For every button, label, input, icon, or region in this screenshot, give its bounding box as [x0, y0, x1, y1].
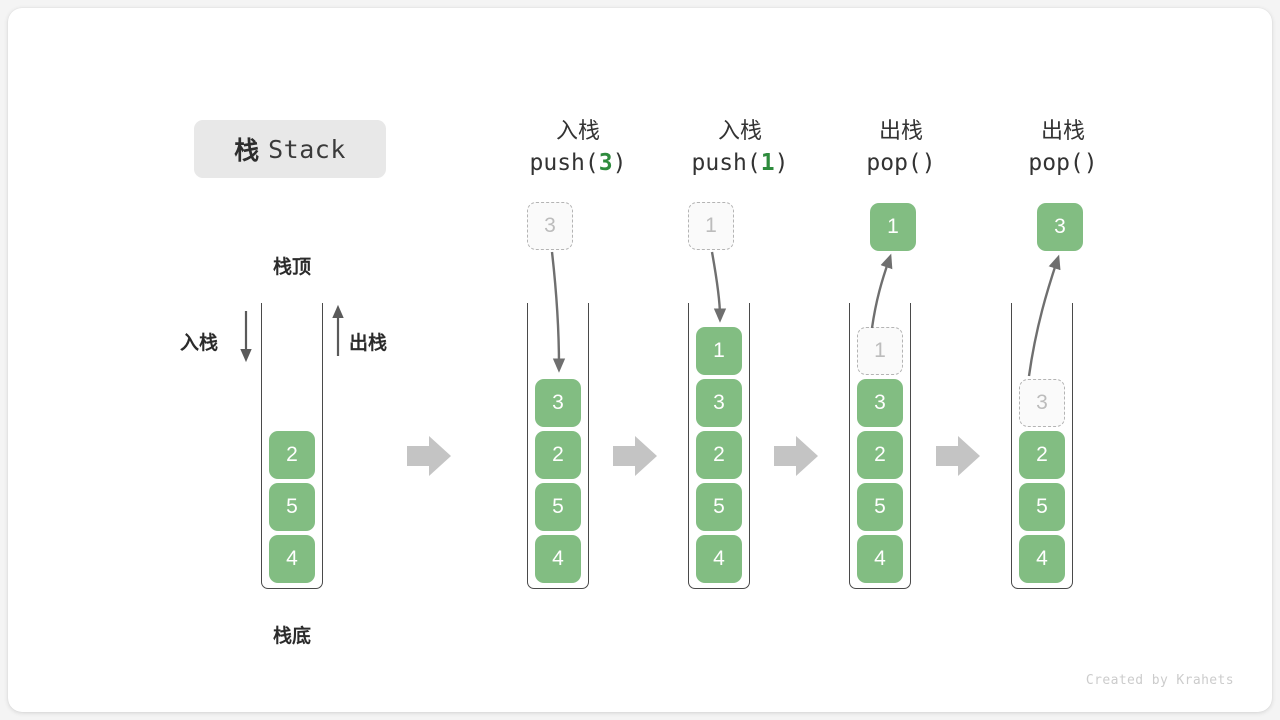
transition-arrow-2	[613, 436, 657, 476]
stack-cell: 4	[696, 535, 742, 583]
transition-arrow-4	[936, 436, 980, 476]
column-header-push-1: 入栈 push(1)	[640, 116, 840, 178]
column-header-pop-1: 出栈 pop()	[801, 116, 1001, 178]
title-chinese: 栈	[234, 137, 260, 165]
push-side-label: 入栈	[180, 333, 219, 354]
code-suffix: )	[1083, 150, 1098, 177]
stack-container-push-3	[527, 303, 589, 589]
stack-cell: 2	[857, 431, 903, 479]
stack-cell: 4	[269, 535, 315, 583]
transition-arrow-3	[774, 436, 818, 476]
floating-element-push-3: 3	[527, 202, 573, 250]
code-suffix: )	[774, 150, 789, 177]
code-prefix: pop(	[866, 150, 922, 177]
arrow-overlay	[240, 251, 1061, 476]
stack-container-push-1	[688, 303, 750, 589]
stack-cell: 5	[269, 483, 315, 531]
stack-cell: 3	[857, 379, 903, 427]
pop-side-label: 出栈	[349, 333, 388, 354]
title-english: Stack	[268, 134, 346, 164]
column-header-cn: 出栈	[878, 118, 923, 143]
transition-arrow-1	[407, 436, 451, 476]
column-header-push-3: 入栈 push(3)	[478, 116, 678, 178]
stack-cell: 5	[535, 483, 581, 531]
stack-cell: 2	[535, 431, 581, 479]
stack-top-label: 栈顶	[272, 257, 311, 278]
column-header-cn: 入栈	[555, 118, 600, 143]
stack-cell: 1	[696, 327, 742, 375]
column-header-code: pop()	[963, 148, 1163, 178]
column-header-code: push(3)	[478, 148, 678, 178]
stack-cell-removed: 1	[857, 327, 903, 375]
stack-cell: 4	[1019, 535, 1065, 583]
popped-element-3: 3	[1037, 203, 1083, 251]
column-header-pop-3: 出栈 pop()	[963, 116, 1163, 178]
code-prefix: push(	[529, 150, 599, 177]
stack-cell: 5	[696, 483, 742, 531]
title-badge: 栈 Stack	[194, 120, 386, 178]
column-header-cn: 入栈	[717, 118, 762, 143]
stack-cell: 3	[696, 379, 742, 427]
floating-element-push-1: 1	[688, 202, 734, 250]
stack-cell: 5	[1019, 483, 1065, 531]
stack-container-pop-3	[1011, 303, 1073, 589]
stack-cell: 2	[1019, 431, 1065, 479]
code-arg: 3	[598, 150, 613, 177]
diagram-card: 栈 Stack 栈顶 栈底 入栈 出栈 入栈 push(3) 入栈 push(1…	[8, 8, 1272, 712]
code-suffix: )	[921, 150, 936, 177]
code-suffix: )	[612, 150, 627, 177]
stack-cell: 5	[857, 483, 903, 531]
stack-bottom-label: 栈底	[272, 626, 311, 647]
stack-container-pop-1	[849, 303, 911, 589]
stack-cell: 3	[535, 379, 581, 427]
stack-cell: 4	[857, 535, 903, 583]
column-header-code: push(1)	[640, 148, 840, 178]
column-header-code: pop()	[801, 148, 1001, 178]
code-arg: 1	[760, 150, 775, 177]
code-prefix: pop(	[1028, 150, 1084, 177]
code-prefix: push(	[691, 150, 761, 177]
stack-cell: 4	[535, 535, 581, 583]
stack-container-initial	[261, 303, 323, 589]
stack-cell-removed: 3	[1019, 379, 1065, 427]
column-header-cn: 出栈	[1040, 118, 1085, 143]
stack-cell: 2	[269, 431, 315, 479]
popped-element-1: 1	[870, 203, 916, 251]
stack-cell: 2	[696, 431, 742, 479]
credit-text: Created by Krahets	[1085, 673, 1234, 688]
